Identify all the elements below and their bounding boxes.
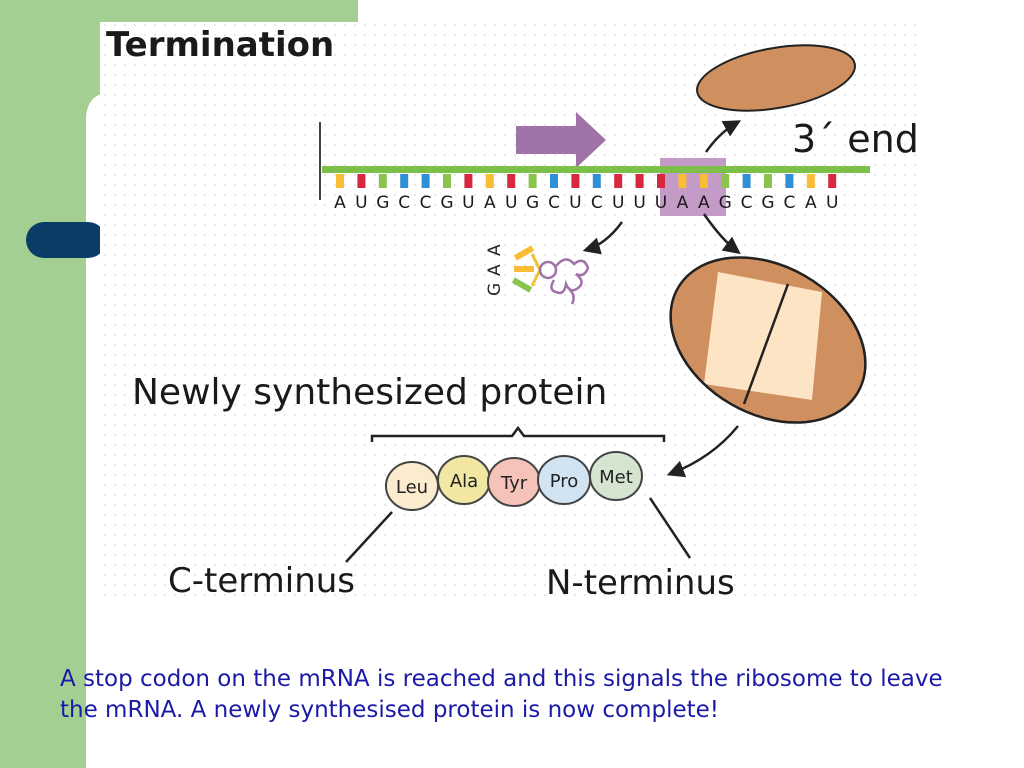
- n-terminus-label: N-terminus: [546, 563, 735, 603]
- mrna-base-tick: [785, 174, 794, 188]
- mrna-base-letter: A: [677, 193, 689, 213]
- mrna-base-tick: [378, 174, 387, 188]
- mrna-base-tick: [528, 174, 537, 188]
- amino-acid-met: [589, 451, 643, 501]
- mrna-base-letter: G: [376, 193, 389, 213]
- mrna-base-tick: [657, 174, 665, 188]
- protein-brace: [370, 425, 666, 442]
- amino-acid-label: Pro: [550, 471, 579, 492]
- mrna-base-tick: [400, 174, 409, 188]
- green-sidebar: [0, 0, 100, 768]
- released-trna: [511, 245, 590, 305]
- mrna-base-tick: [721, 174, 730, 188]
- mrna-base-tick: [443, 174, 451, 188]
- translation-direction-arrow: [516, 112, 606, 168]
- c-terminus-label: C-terminus: [168, 561, 355, 601]
- small-ribosome-subunit: [696, 44, 856, 112]
- mrna-base-letter: C: [420, 193, 432, 213]
- amino-acid-label: Tyr: [500, 473, 528, 494]
- mrna-base-letter: U: [826, 193, 838, 213]
- small-subunit-leaving-arrow: [704, 120, 742, 153]
- mrna-base-letter: A: [334, 193, 346, 213]
- mrna-base-letter: U: [655, 193, 667, 213]
- mrna-base-tick: [592, 174, 601, 188]
- diagram-title: Termination: [106, 25, 334, 65]
- mrna-base-tick: [764, 174, 772, 188]
- mrna-base-letter: C: [783, 193, 795, 213]
- mrna-base-tick: [464, 174, 473, 188]
- amino-acid-label: Leu: [396, 477, 428, 498]
- mrna-base-letter: C: [548, 193, 560, 213]
- mrna-base-letter: A: [805, 193, 817, 213]
- trna-anticodon-base-1: G: [485, 283, 505, 296]
- trna-anticodon-base-2: A: [485, 264, 505, 276]
- navy-tab: [26, 222, 106, 258]
- slide-caption: A stop codon on the mRNA is reached and …: [60, 666, 943, 723]
- trna-anticodon-base-3: A: [485, 244, 505, 256]
- mrna-base-letter: A: [698, 193, 710, 213]
- mrna-base-tick: [357, 174, 366, 188]
- mrna-base-letter: U: [633, 193, 645, 213]
- c-terminus-pointer: [345, 511, 393, 563]
- mrna-base-tick: [550, 174, 558, 188]
- large-subunit-leaving-arrow: [702, 213, 741, 255]
- protein-heading: Newly synthesized protein: [132, 372, 607, 413]
- protein-release-arrow: [666, 425, 739, 478]
- mrna-base-letter: C: [591, 193, 603, 213]
- mrna-backbone: [322, 166, 870, 173]
- mrna-base-letter: U: [569, 193, 581, 213]
- mrna-base-letter: U: [355, 193, 367, 213]
- mrna-base-tick: [828, 174, 837, 188]
- amino-acid-label: Met: [599, 467, 633, 488]
- mrna-base-tick: [571, 174, 580, 188]
- mrna-base-tick: [678, 174, 687, 188]
- mrna-base-tick: [336, 174, 344, 188]
- large-ribosome-subunit: [669, 256, 867, 424]
- mrna-base-letter: A: [484, 193, 496, 213]
- mrna-base-tick: [507, 174, 516, 188]
- mrna-base-tick: [635, 174, 644, 188]
- mrna-base-letter: G: [719, 193, 732, 213]
- mrna-base-letter: C: [741, 193, 753, 213]
- mrna-base-letter: G: [440, 193, 453, 213]
- amino-acid-chain: Leu Ala Tyr Pro Met: [385, 451, 643, 511]
- n-terminus-pointer: [648, 497, 692, 559]
- mrna-base-tick: [699, 174, 708, 188]
- mrna-base-letter: C: [398, 193, 410, 213]
- mrna-base-tick: [742, 174, 751, 188]
- mrna-base-tick: [421, 174, 430, 188]
- mrna-base-tick: [485, 174, 494, 188]
- mrna-base-tick: [806, 174, 815, 188]
- mrna-base-letter: U: [462, 193, 474, 213]
- amino-acid-label: Ala: [450, 471, 478, 492]
- three-prime-end-label: 3´ end: [792, 117, 919, 161]
- mrna-base-tick: [614, 174, 623, 188]
- mrna-base-letter: U: [505, 193, 517, 213]
- mrna-base-letter: G: [526, 193, 539, 213]
- mrna-base-letter: G: [761, 193, 774, 213]
- mrna-base-letter: U: [612, 193, 624, 213]
- trna-release-arrow: [582, 221, 624, 255]
